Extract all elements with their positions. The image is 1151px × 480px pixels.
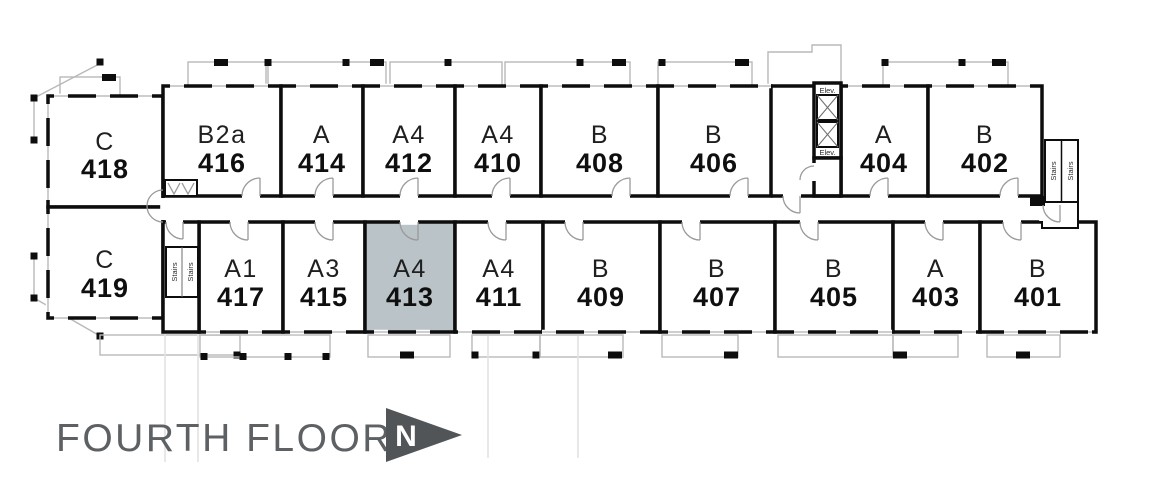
unit-414[interactable]: A 414 — [279, 84, 365, 198]
floor-title: FOURTH FLOOR — [56, 417, 393, 460]
unit-number-label: 401 — [1014, 282, 1062, 312]
unit-type-label: A1 — [224, 255, 258, 283]
unit-402[interactable]: B 402 — [926, 84, 1044, 198]
unit-type-label: B — [708, 255, 726, 283]
unit-type-label: B — [592, 255, 610, 283]
elevator-label: Elev. — [819, 86, 835, 95]
unit-404[interactable]: A 404 — [839, 84, 930, 198]
unit-type-label: A4 — [393, 255, 427, 283]
stairs-label: Stairs — [170, 262, 179, 281]
unit-number-label: 418 — [81, 154, 129, 184]
stairs-label: Stairs — [186, 262, 195, 281]
elevator-label: Elev. — [819, 148, 835, 157]
unit-number-label: 406 — [690, 148, 738, 178]
unit-407-shape — [658, 220, 777, 334]
unit-type-label: A3 — [307, 255, 341, 283]
stairs-left: Stairs Stairs — [161, 220, 201, 334]
unit-type-label: A4 — [482, 255, 516, 283]
unit-number-label: 408 — [576, 148, 624, 178]
unit-number-label: 412 — [385, 148, 433, 178]
unit-419-shape — [46, 205, 165, 320]
unit-number-label: 417 — [217, 282, 265, 312]
unit-number-label: 403 — [912, 282, 960, 312]
unit-type-label: C — [95, 128, 115, 156]
unit-type-label: A — [875, 121, 893, 149]
north-label: N — [395, 420, 417, 453]
unit-type-label: B — [976, 121, 994, 149]
unit-type-label: B — [825, 255, 843, 283]
unit-413-highlighted[interactable]: A4 413 — [363, 220, 457, 334]
window-dashes — [45, 83, 1092, 335]
unit-401-shape — [978, 220, 1098, 334]
unit-type-label: B2a — [198, 121, 247, 149]
unit-407[interactable]: B 407 — [658, 220, 777, 334]
unit-type-label: C — [95, 246, 115, 274]
elevator-shaft: Elev. Elev. — [771, 81, 843, 198]
unit-411[interactable]: A4 411 — [453, 220, 545, 334]
unit-412[interactable]: A4 412 — [361, 84, 457, 198]
door-arcs — [146, 177, 1061, 241]
unit-419[interactable]: C 419 — [46, 205, 165, 320]
unit-type-label: A4 — [481, 121, 515, 149]
unit-type-label: A4 — [392, 121, 426, 149]
unit-type-label: B — [1029, 255, 1047, 283]
unit-number-label: 413 — [386, 282, 434, 312]
unit-418[interactable]: C 418 — [46, 94, 165, 209]
unit-number-label: 404 — [860, 148, 908, 178]
unit-number-label: 415 — [300, 282, 348, 312]
unit-406-shape — [656, 84, 773, 198]
unit-type-label: B — [591, 121, 609, 149]
unit-type-label: A — [313, 121, 331, 149]
unit-405[interactable]: B 405 — [773, 220, 895, 334]
unit-type-label: A — [927, 255, 945, 283]
unit-410[interactable]: A4 410 — [453, 84, 543, 198]
north-arrow: N — [386, 408, 462, 462]
unit-401[interactable]: B 401 — [978, 220, 1098, 334]
unit-number-label: 411 — [476, 282, 523, 312]
unit-403[interactable]: A 403 — [891, 220, 982, 334]
unit-402-shape — [926, 84, 1044, 198]
unit-405-shape — [773, 220, 895, 334]
unit-number-label: 402 — [961, 148, 1009, 178]
unit-403-shape — [891, 220, 982, 334]
unit-type-label: B — [705, 121, 723, 149]
unit-number-label: 410 — [474, 148, 522, 178]
unit-number-label: 409 — [577, 282, 625, 312]
north-flag-icon — [386, 408, 462, 462]
unit-number-label: 407 — [693, 282, 741, 312]
stairs-label: Stairs — [1066, 161, 1075, 180]
unit-408[interactable]: B 408 — [539, 84, 660, 198]
unit-415[interactable]: A3 415 — [281, 220, 367, 334]
stairs-label: Stairs — [1049, 161, 1058, 180]
unit-409[interactable]: B 409 — [541, 220, 662, 334]
unit-406[interactable]: B 406 — [656, 84, 773, 198]
unit-number-label: 414 — [298, 148, 346, 178]
unit-number-label: 416 — [198, 148, 246, 178]
unit-number-label: 419 — [81, 273, 129, 303]
unit-number-label: 405 — [810, 282, 858, 312]
unit-411-shape — [453, 220, 545, 334]
